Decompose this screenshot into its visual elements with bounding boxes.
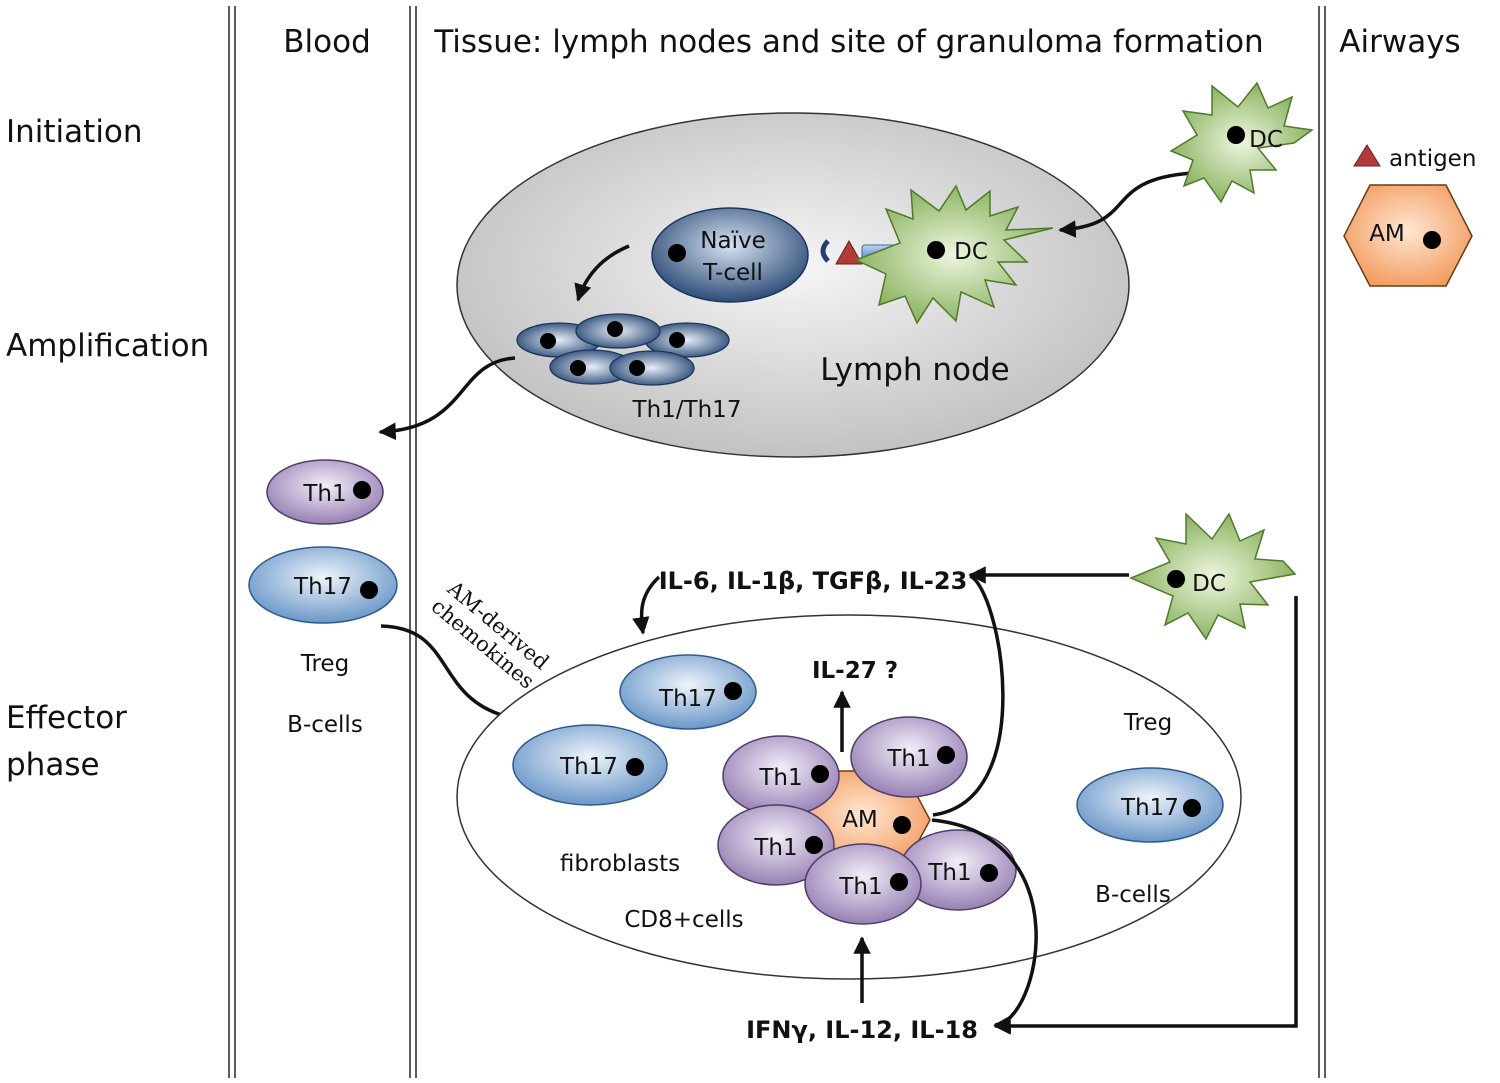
blood-th1-cell: [266, 459, 384, 525]
th1-th17-cluster: [516, 313, 730, 386]
lymph-node-dc-label: DC: [954, 239, 988, 265]
granuloma-th17-cell-1: [619, 654, 757, 730]
granuloma-th17-label-1: Th17: [658, 686, 717, 712]
granuloma-cd8-label: CD8+cells: [624, 907, 743, 933]
lymph-node-dc-nucleus: [927, 241, 945, 259]
airway-dc-nucleus: [1227, 126, 1245, 144]
blood-th1-label: Th1: [302, 481, 346, 507]
cytokines-bottom-label: IFNγ, IL-12, IL-18: [746, 1016, 978, 1044]
airways-column-header: Airways: [1339, 24, 1460, 60]
granuloma-th17-nucleus-3: [1183, 799, 1201, 817]
blood-treg-label: Treg: [300, 651, 349, 677]
granuloma-th1-label-5: Th1: [927, 860, 971, 886]
arrow-naive-to-cluster: [574, 244, 630, 302]
effector-dc: [1129, 512, 1297, 641]
arrow-blood-to-granuloma: [380, 624, 524, 727]
blood-column-header: Blood: [283, 24, 371, 60]
naive-t-cell-nucleus: [668, 244, 686, 262]
granuloma-th17-nucleus-1: [724, 682, 742, 700]
blood-th17-cell: [248, 546, 398, 624]
lymph-node: [456, 112, 1130, 458]
antigen-triangle: [1353, 144, 1381, 167]
granuloma-th1-nucleus-1: [811, 765, 829, 783]
arrow-dc-to-bottom-cytokines: [993, 596, 1298, 1035]
naive-t-cell: [651, 207, 809, 303]
granuloma-th17-label-2: Th17: [559, 754, 618, 780]
granuloma-th1-label-3: Th1: [753, 835, 797, 861]
granuloma-th1-nucleus-2: [937, 746, 955, 764]
phase-effector-line1: Effector: [6, 700, 127, 736]
airway-am-nucleus: [1423, 231, 1441, 249]
tcr-receptor: [820, 239, 830, 263]
effector-dc-nucleus: [1167, 570, 1185, 588]
effector-dc-label: DC: [1192, 571, 1226, 597]
il27-label: IL-27 ?: [812, 658, 898, 684]
granuloma-th1-label-2: Th1: [886, 746, 930, 772]
blood-th17-nucleus: [360, 581, 378, 599]
granuloma-th17-cell-2: [512, 724, 668, 806]
phase-effector-line2: phase: [6, 747, 100, 783]
granuloma-th17-nucleus-2: [626, 758, 644, 776]
blood-th1-nucleus: [353, 481, 371, 499]
lymph-node-label: Lymph node: [820, 352, 1010, 388]
lymph-node-dc: [854, 184, 1054, 325]
column-dividers: [228, 6, 1326, 1078]
arrow-am-to-bottom-cytokines: [931, 818, 1038, 1033]
blood-bcells-label: B-cells: [287, 712, 363, 738]
naive-t-cell-label-line2: T-cell: [702, 260, 763, 286]
granuloma-th1-label-1: Th1: [758, 765, 802, 791]
granuloma-th1-label-4: Th1: [838, 874, 882, 900]
granuloma-th1-nucleus-4: [890, 873, 908, 891]
arrow-airway-dc-to-lymph-node: [1058, 171, 1193, 238]
blood-th17-label: Th17: [293, 574, 352, 600]
phase-initiation: Initiation: [6, 114, 143, 150]
phase-amplification: Amplification: [6, 328, 209, 364]
arrow-cytokines-to-granuloma: [632, 575, 661, 635]
granuloma-th17-cell-3: [1076, 767, 1224, 843]
tissue-column-header: Tissue: lymph nodes and site of granulom…: [433, 24, 1263, 60]
granuloma-am-label: AM: [842, 807, 878, 833]
airway-am: [1343, 184, 1473, 287]
arrow-cluster-to-blood: [378, 356, 516, 441]
antigen-label: antigen: [1389, 146, 1476, 172]
granuloma-th1-nucleus-5: [980, 864, 998, 882]
granuloma-th1-cell-2: [850, 716, 968, 798]
airway-am-label: AM: [1369, 221, 1405, 247]
granuloma-th1-cell-4: [804, 843, 922, 925]
granuloma-th17-label-3: Th17: [1120, 795, 1179, 821]
presented-antigen: [835, 239, 863, 265]
th1-th17-label: Th1/Th17: [632, 397, 742, 423]
granuloma-am-nucleus: [893, 816, 911, 834]
chemokines-label: AM-derived chemokines: [427, 576, 554, 694]
granuloma-th1-cell-3: [717, 804, 835, 886]
arrow-am-to-top-cytokines: [932, 574, 1005, 817]
granuloma-th1-nucleus-3: [805, 836, 823, 854]
naive-t-cell-label-line1: Naïve: [700, 228, 765, 254]
airway-dc: [1169, 81, 1314, 204]
granuloma-fibroblasts-label: fibroblasts: [560, 851, 680, 877]
granuloma-treg-label: Treg: [1123, 710, 1172, 736]
cytokines-top-label: IL-6, IL-1β, TGFβ, IL-23: [659, 567, 968, 595]
airway-dc-label: DC: [1249, 127, 1283, 153]
granuloma-bcells-label: B-cells: [1095, 882, 1171, 908]
